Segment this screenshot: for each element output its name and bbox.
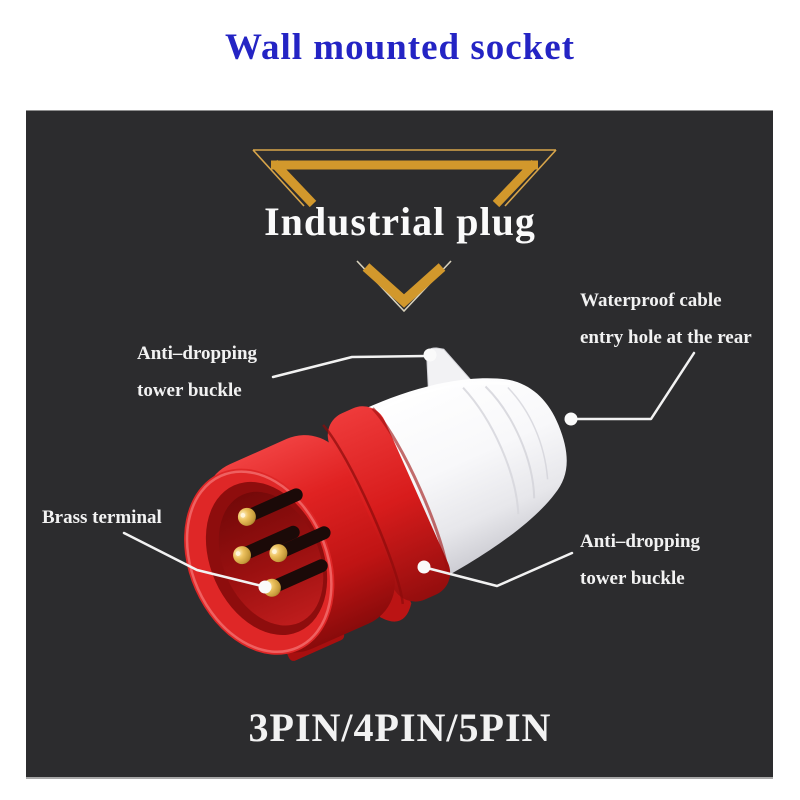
gold-bracket-ornament-icon bbox=[252, 149, 557, 208]
annotation-waterproof: Waterproof cable entry hole at the rear bbox=[580, 282, 752, 356]
body-rib bbox=[507, 386, 549, 480]
ornament-right-wing bbox=[492, 159, 539, 208]
pin-glint bbox=[235, 551, 241, 556]
leader-line-waterproof bbox=[572, 351, 696, 421]
ornament-thin-outline bbox=[252, 149, 557, 207]
chevron-down-icon bbox=[356, 260, 452, 313]
annotation-line: Anti–dropping bbox=[580, 531, 701, 552]
callout-dots bbox=[258, 348, 578, 594]
pin-glint bbox=[272, 549, 277, 555]
page-title: Wall mounted socket bbox=[225, 27, 575, 68]
panel-heading: Industrial plug bbox=[264, 199, 536, 244]
brass-pin bbox=[269, 526, 331, 563]
annotation-line: Waterproof cable bbox=[580, 290, 722, 311]
annotation-line: Brass terminal bbox=[42, 507, 162, 528]
callout-lines bbox=[122, 351, 696, 588]
annotation-line: tower buckle bbox=[137, 380, 242, 401]
leader-line-brass-terminal bbox=[122, 531, 264, 588]
leader-line-tower-buckle-top bbox=[271, 354, 428, 379]
collar-shade bbox=[371, 407, 450, 579]
body-rib bbox=[462, 387, 520, 515]
brass-pin bbox=[233, 525, 300, 565]
callout-dot bbox=[564, 412, 578, 426]
pin-glint bbox=[240, 512, 246, 518]
annotation-line: entry hole at the rear bbox=[580, 327, 752, 348]
callout-dot bbox=[258, 580, 272, 594]
pin-shaft bbox=[239, 525, 300, 560]
plug-collar bbox=[327, 406, 451, 602]
annotation-brass-terminal: Brass terminal bbox=[42, 499, 162, 536]
annotation-line: tower buckle bbox=[580, 568, 685, 589]
callout-dot bbox=[423, 348, 437, 362]
leader-line-tower-buckle-bottom bbox=[425, 551, 574, 588]
plug-illustration bbox=[184, 347, 567, 661]
pin-shaft bbox=[275, 526, 331, 559]
annotation-tower-buckle-top: Anti–dropping tower buckle bbox=[137, 335, 257, 409]
annotation-tower-buckle-bottom: Anti–dropping tower buckle bbox=[580, 523, 700, 597]
pin-options-label: 3PIN/4PIN/5PIN bbox=[248, 705, 552, 750]
ornament-left-wing bbox=[270, 159, 317, 208]
pin-shaft bbox=[244, 488, 303, 522]
callout-dot bbox=[417, 560, 431, 574]
annotation-line: Anti–dropping bbox=[137, 343, 258, 364]
body-rib bbox=[484, 385, 536, 499]
brass-pin bbox=[237, 488, 303, 526]
pin-tip bbox=[237, 507, 256, 526]
chevron-gold bbox=[362, 263, 446, 308]
housing-seam bbox=[322, 424, 405, 605]
pin-tip bbox=[269, 544, 288, 563]
pin-tip bbox=[233, 546, 252, 565]
pin-shaft bbox=[269, 559, 328, 593]
